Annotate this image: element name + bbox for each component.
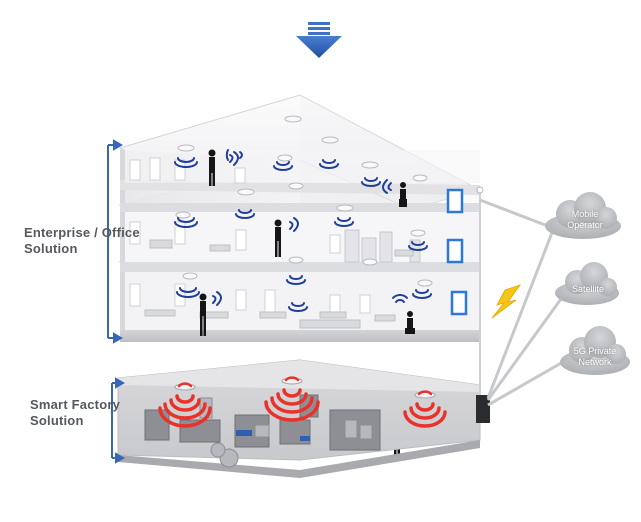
bracket-factory — [111, 377, 126, 464]
enterprise-label-line-2: Solution — [24, 241, 78, 256]
connection-lines — [479, 198, 571, 407]
bracket-enterprise — [107, 139, 124, 344]
cloud-icon — [545, 192, 630, 375]
smart-factory-label: Smart Factory Solution — [30, 397, 120, 429]
cloud-satellite: Satellite — [560, 284, 616, 295]
wifi-signal-icon — [174, 149, 432, 403]
gateway-device — [476, 190, 490, 423]
cloud-label-line: Mobile — [571, 209, 599, 219]
cloud-label-line: 5G Private — [573, 346, 617, 356]
cloud-5g-private-network: 5G Private Network — [563, 346, 627, 368]
enterprise-office-label: Enterprise / Office Solution — [24, 225, 140, 257]
factory-label-line-2: Solution — [30, 413, 84, 428]
cloud-label-line: Satellite — [571, 284, 605, 294]
factory-signal-icon — [158, 376, 447, 428]
cloud-mobile-operator: Mobile Operator — [555, 209, 615, 231]
lightning-icon — [491, 284, 522, 319]
office-building — [118, 94, 482, 458]
cloud-label-line: Operator — [567, 220, 603, 230]
down-arrow-icon — [296, 22, 342, 58]
cloud-label-line: Network — [578, 357, 612, 367]
factory-label-line-1: Smart Factory — [30, 397, 121, 412]
enterprise-label-line-1: Enterprise / Office — [24, 225, 140, 240]
